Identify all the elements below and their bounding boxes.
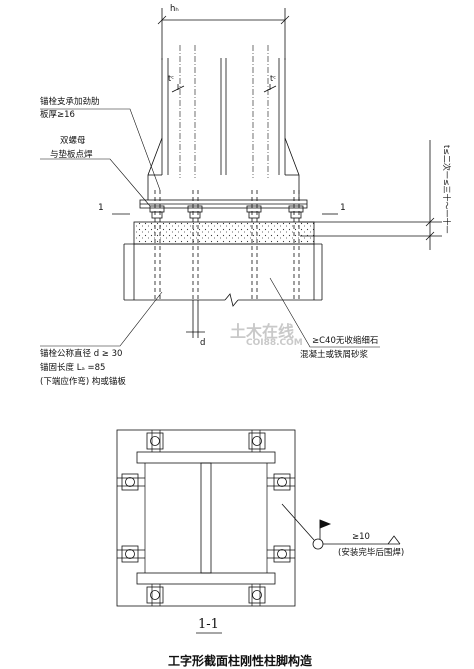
leader-lines	[40, 108, 380, 348]
tc-dimension-right	[263, 84, 277, 93]
weld-note-label: (安装完毕后围焊)	[338, 548, 405, 558]
stiffener-label-2: 板厚≥16	[40, 110, 75, 120]
drawing-title: 工字形截面柱刚性柱脚构造	[168, 654, 313, 668]
plan-anchor-washers	[121, 432, 291, 604]
watermark-site: COI88.COM	[246, 338, 303, 348]
tc-label-left: tᶜ	[168, 74, 175, 83]
bolt-label-3: (下端应作弯) 构或锚板	[40, 377, 126, 387]
plan-stiffeners	[117, 430, 295, 606]
base-plate	[139, 199, 308, 209]
bolt-label-1: 锚栓公称直径 d ≥ 30	[40, 349, 123, 359]
right-vertical-dimension	[300, 140, 442, 250]
foundation-pedestal	[123, 243, 323, 307]
weld-symbol	[281, 503, 401, 550]
section-mark-left: 1	[98, 203, 104, 213]
section-title: 1-1	[198, 617, 219, 632]
column-web	[220, 58, 227, 175]
tc-dimension-left	[171, 84, 185, 93]
stiffener-label-1: 锚栓支承加劲肋	[40, 97, 100, 107]
right-dimension-label: t≤二次一≤三十～一十一	[442, 145, 451, 234]
nut-label-2: 与垫板点焊	[50, 150, 93, 160]
grout-label-1: ≥C40无收缩细石	[312, 336, 379, 346]
anchor-stiffeners	[147, 137, 300, 200]
hc-dimension	[157, 8, 290, 60]
watermark-brand: 土木在线	[230, 322, 295, 341]
weld-size-label: ≥10	[352, 532, 370, 542]
column-centrelines	[179, 45, 269, 178]
tc-label-right: tᶜ	[270, 74, 277, 83]
grout-label-2: 混凝土或铁屑砂浆	[300, 350, 369, 360]
plan-outline	[116, 429, 296, 607]
bolt-nuts	[149, 205, 304, 219]
nut-label-1: 双螺母	[60, 136, 86, 146]
section-mark-right: 1	[340, 203, 346, 213]
column-flanges	[161, 58, 286, 175]
grout-layer	[133, 221, 315, 245]
anchor-bolts	[154, 190, 300, 300]
hc-label: hₕ	[170, 4, 179, 14]
d-label: d	[200, 338, 206, 348]
bolt-label-2: 锚固长度 Lₐ =85	[40, 363, 106, 373]
plan-flanges	[136, 451, 276, 585]
d-dimension	[186, 300, 205, 338]
